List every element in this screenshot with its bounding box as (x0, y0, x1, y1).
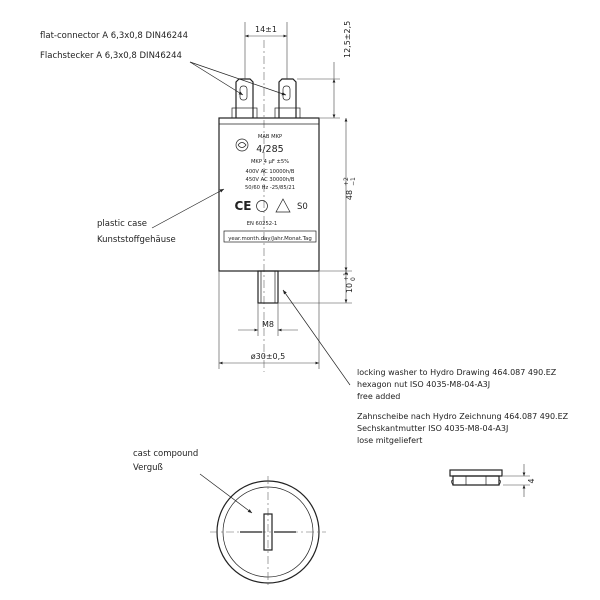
date-text: year.month.day/Jahr.Monat.Tag (228, 236, 312, 242)
callout-flat-connector-de: Flachstecker A 6,3x0,8 DIN46244 (40, 51, 182, 61)
terminal-right-hole (282, 85, 291, 101)
dim-terminal-spacing-text: 14±1 (255, 25, 277, 34)
dim-body-height-tol-upper: +2 (343, 177, 350, 186)
terminal-left (235, 78, 254, 118)
callout-flat-connector: flat-connector A 6,3x0,8 DIN46244 Flachs… (40, 31, 287, 96)
dim-terminal-spacing: 14±1 (244, 22, 288, 79)
body-label: MAB MKP 4/285 MKP 4 µF ±5% 400V AC 10000… (223, 134, 317, 243)
callout-washer-de-1: Zahnscheibe nach Hydro Zeichnung 464.087… (357, 412, 569, 421)
label-line1: MAB MKP (258, 134, 282, 140)
terminal-right (278, 78, 297, 118)
label-line5: 450V AC 30000h/B (246, 177, 295, 183)
dim-diameter-text: ø30±0,5 (251, 352, 286, 361)
dim-terminal-height: 12,5±2,5 (297, 21, 352, 119)
dim-terminal-height-text: 12,5±2,5 (343, 21, 352, 58)
s0-mark: S0 (297, 202, 308, 212)
date-box (223, 230, 317, 243)
callout-washer-de-2: Sechskantmutter ISO 4035-M8-04-A3J (357, 424, 508, 433)
callout-plastic-case: plastic case Kunststoffgehäuse (97, 188, 225, 245)
label-line6: 50/60 Hz -25/85/21 (245, 185, 295, 191)
ce-mark: CE (234, 199, 251, 213)
dim-body-height: 48 +2 −1 (320, 118, 357, 272)
hex-nut-side-view: 4 (449, 464, 536, 497)
callout-washer-en-3: free added (357, 392, 400, 401)
label-line3: MKP 4 µF ±5% (251, 159, 289, 165)
label-line4: 400V AC 10000h/B (246, 169, 295, 175)
dim-thread-text: M8 (262, 320, 274, 329)
standard-mark: EN 60252-1 (247, 221, 277, 227)
label-line2: 4/285 (256, 144, 283, 155)
brand-logo (235, 138, 249, 152)
dim-body-height-tol-lower: −1 (350, 177, 357, 186)
dim-stud-length-text: 10 (345, 283, 354, 293)
callout-washer-en-1: locking washer to Hydro Drawing 464.087 … (357, 368, 557, 377)
dim-stud-length-tol-lower: 0 (350, 277, 357, 281)
dim-thread: M8 (238, 303, 298, 336)
dim-nut-thickness-text: 4 (527, 478, 536, 483)
approval-mark-2 (275, 198, 291, 213)
dim-stud-length: 10 +1 0 (279, 271, 357, 304)
dim-diameter: ø30±0,5 (218, 271, 320, 369)
flat-connector-terminals (231, 78, 301, 119)
capacitor-body (218, 117, 320, 272)
threaded-stud (257, 270, 279, 304)
callout-plastic-case-en: plastic case (97, 219, 147, 229)
callout-cast-en: cast compound (133, 449, 198, 459)
terminal-left-hole (239, 85, 248, 101)
callout-washer-de-3: lose mitgeliefert (357, 436, 422, 445)
dim-stud-length-tol-upper: +1 (343, 272, 350, 281)
callout-flat-connector-en: flat-connector A 6,3x0,8 DIN46244 (40, 31, 188, 41)
callout-washer-en-2: hexagon nut ISO 4035-M8-04-A3J (357, 380, 490, 389)
callout-cast-compound: cast compound Verguß (133, 449, 253, 514)
bottom-view (210, 476, 326, 588)
callout-washer-nut: locking washer to Hydro Drawing 464.087 … (282, 289, 569, 445)
callout-cast-de: Verguß (133, 463, 163, 473)
dim-body-height-text: 48 (345, 190, 354, 200)
approval-mark-1 (256, 200, 268, 212)
callout-plastic-case-de: Kunststoffgehäuse (97, 235, 176, 245)
